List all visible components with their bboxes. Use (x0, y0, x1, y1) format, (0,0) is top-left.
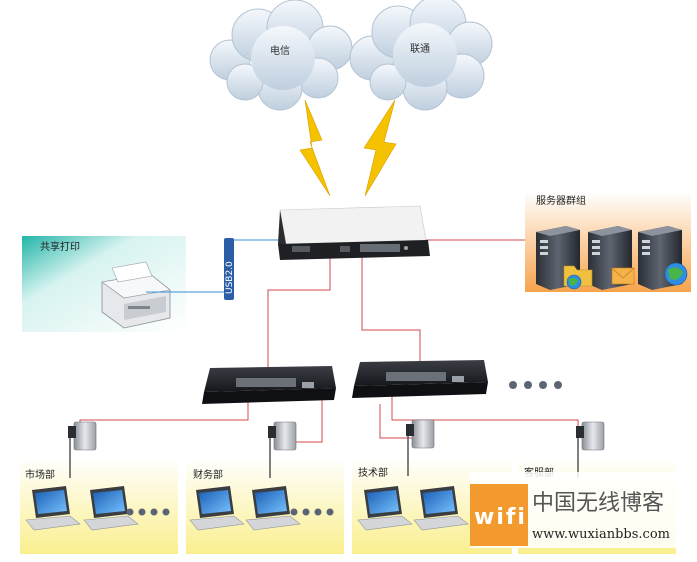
server-group-label: 服务器群组 (536, 194, 586, 207)
printer-group-label: 共享打印 (40, 240, 80, 253)
globe-icon (566, 274, 582, 290)
watermark: wifi 中国无线博客 www.wuxianbbs.com (470, 472, 696, 548)
globe-icon (664, 262, 688, 286)
ellipsis-dots (126, 508, 334, 516)
usb-label: USB2.0 (225, 261, 235, 294)
cloud-telecom: 电信 (209, 0, 353, 111)
watermark-wifi: wifi (474, 505, 527, 530)
cloud-unicom: 联通 (349, 0, 493, 111)
watermark-brand: 中国无线博客 (532, 491, 664, 516)
watermark-url: www.wuxianbbs.com (532, 527, 670, 542)
cloud-label-unicom: 联通 (410, 43, 430, 55)
mail-icon (611, 267, 635, 285)
network-links (79, 239, 579, 443)
department-label: 市场部 (25, 468, 55, 481)
lightning-bolt-telecom (299, 99, 331, 197)
department-label: 技术部 (358, 466, 388, 479)
printer-icon (101, 261, 171, 329)
router-device (278, 205, 430, 260)
ellipsis-dots (509, 381, 562, 389)
switch-device (352, 360, 488, 398)
usb-connector: USB2.0 (224, 238, 235, 300)
cloud-label-telecom: 电信 (270, 44, 290, 57)
lightning-bolt-unicom (363, 99, 397, 197)
department-label: 财务部 (193, 468, 223, 481)
switch-device (202, 366, 336, 404)
